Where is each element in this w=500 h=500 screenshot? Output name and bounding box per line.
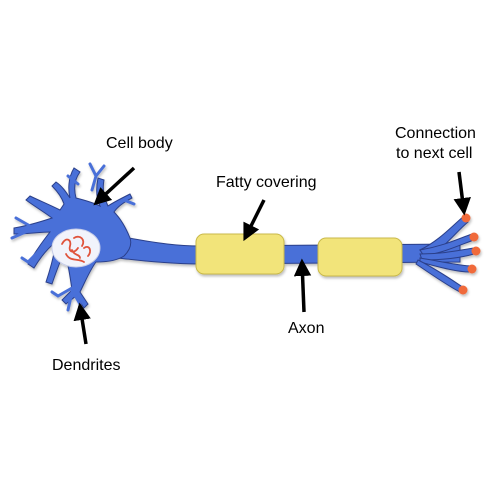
chromatin-strands <box>61 235 91 263</box>
axon-terminal <box>415 213 481 295</box>
annotation-arrows <box>73 166 471 345</box>
dendrite-twig-left <box>10 216 42 264</box>
label-connection-line2: to next cell <box>396 145 472 162</box>
label-axon: Axon <box>288 320 324 337</box>
terminal-tip-1 <box>461 213 471 223</box>
myelin-sheath <box>195 233 403 277</box>
label-cell-body: Cell body <box>106 135 173 152</box>
myelin-segment-2 <box>317 237 403 277</box>
nucleus <box>51 228 101 268</box>
terminal-tip-3 <box>471 246 481 256</box>
arrow-fatty-covering <box>243 199 266 242</box>
terminal-tip-2 <box>469 232 479 242</box>
label-fatty-covering: Fatty covering <box>216 174 316 191</box>
terminal-tip-4 <box>467 264 477 274</box>
myelin-segment-1 <box>195 233 285 275</box>
arrow-dendrites <box>73 302 91 345</box>
dendrite-twig-top <box>66 162 136 212</box>
arrow-cell-body <box>93 166 136 206</box>
axon-stalk <box>117 235 461 265</box>
terminal-tip-5 <box>458 285 468 295</box>
dendrite-twig-bottom <box>50 286 82 312</box>
label-dendrites: Dendrites <box>52 357 120 374</box>
arrow-axon <box>293 258 312 313</box>
label-connection-line1: Connection <box>395 125 476 142</box>
arrow-connection <box>453 171 471 216</box>
